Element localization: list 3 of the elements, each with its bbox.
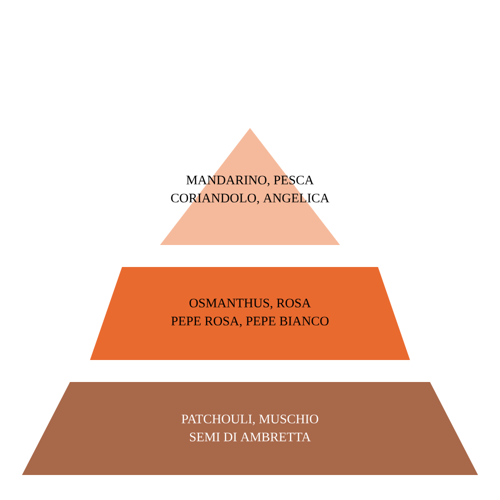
pyramid-tier: OSMANTHUS, ROSA PEPE ROSA, PEPE BIANCO	[90, 267, 410, 360]
pyramid-tier: PATCHOULI, MUSCHIO SEMI DI AMBRETTA	[22, 382, 478, 475]
pyramid-tier: MANDARINO, PESCA CORIANDOLO, ANGELICA	[160, 128, 340, 245]
